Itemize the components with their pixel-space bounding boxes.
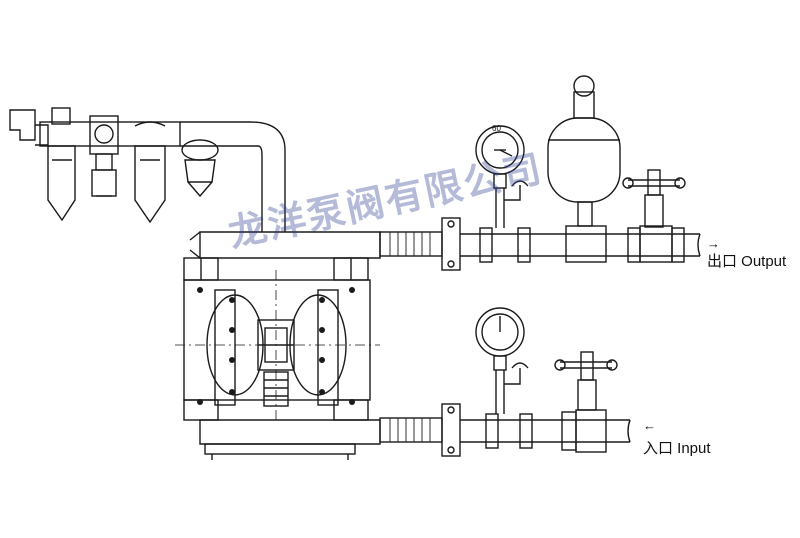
lower-pressure-gauge (475, 307, 529, 414)
output-arrow: → (707, 236, 720, 251)
pulsation-dampener (547, 75, 621, 227)
air-supply-line (249, 121, 286, 232)
discharge-pipeline (379, 217, 701, 271)
upper-gauge-scale: 60 (492, 124, 501, 133)
input-arrow: ← (643, 418, 656, 433)
inlet-valve (554, 351, 618, 411)
suction-pipeline (379, 403, 631, 457)
upper-pressure-gauge (475, 125, 529, 228)
input-label: 入口 Input (643, 440, 711, 457)
pump-inlet-manifold (183, 399, 381, 460)
diaphragm-pump-body (175, 270, 380, 420)
air-frl-unit (9, 107, 258, 224)
outlet-valve (622, 169, 686, 228)
output-label: 出口 Output (707, 253, 787, 270)
